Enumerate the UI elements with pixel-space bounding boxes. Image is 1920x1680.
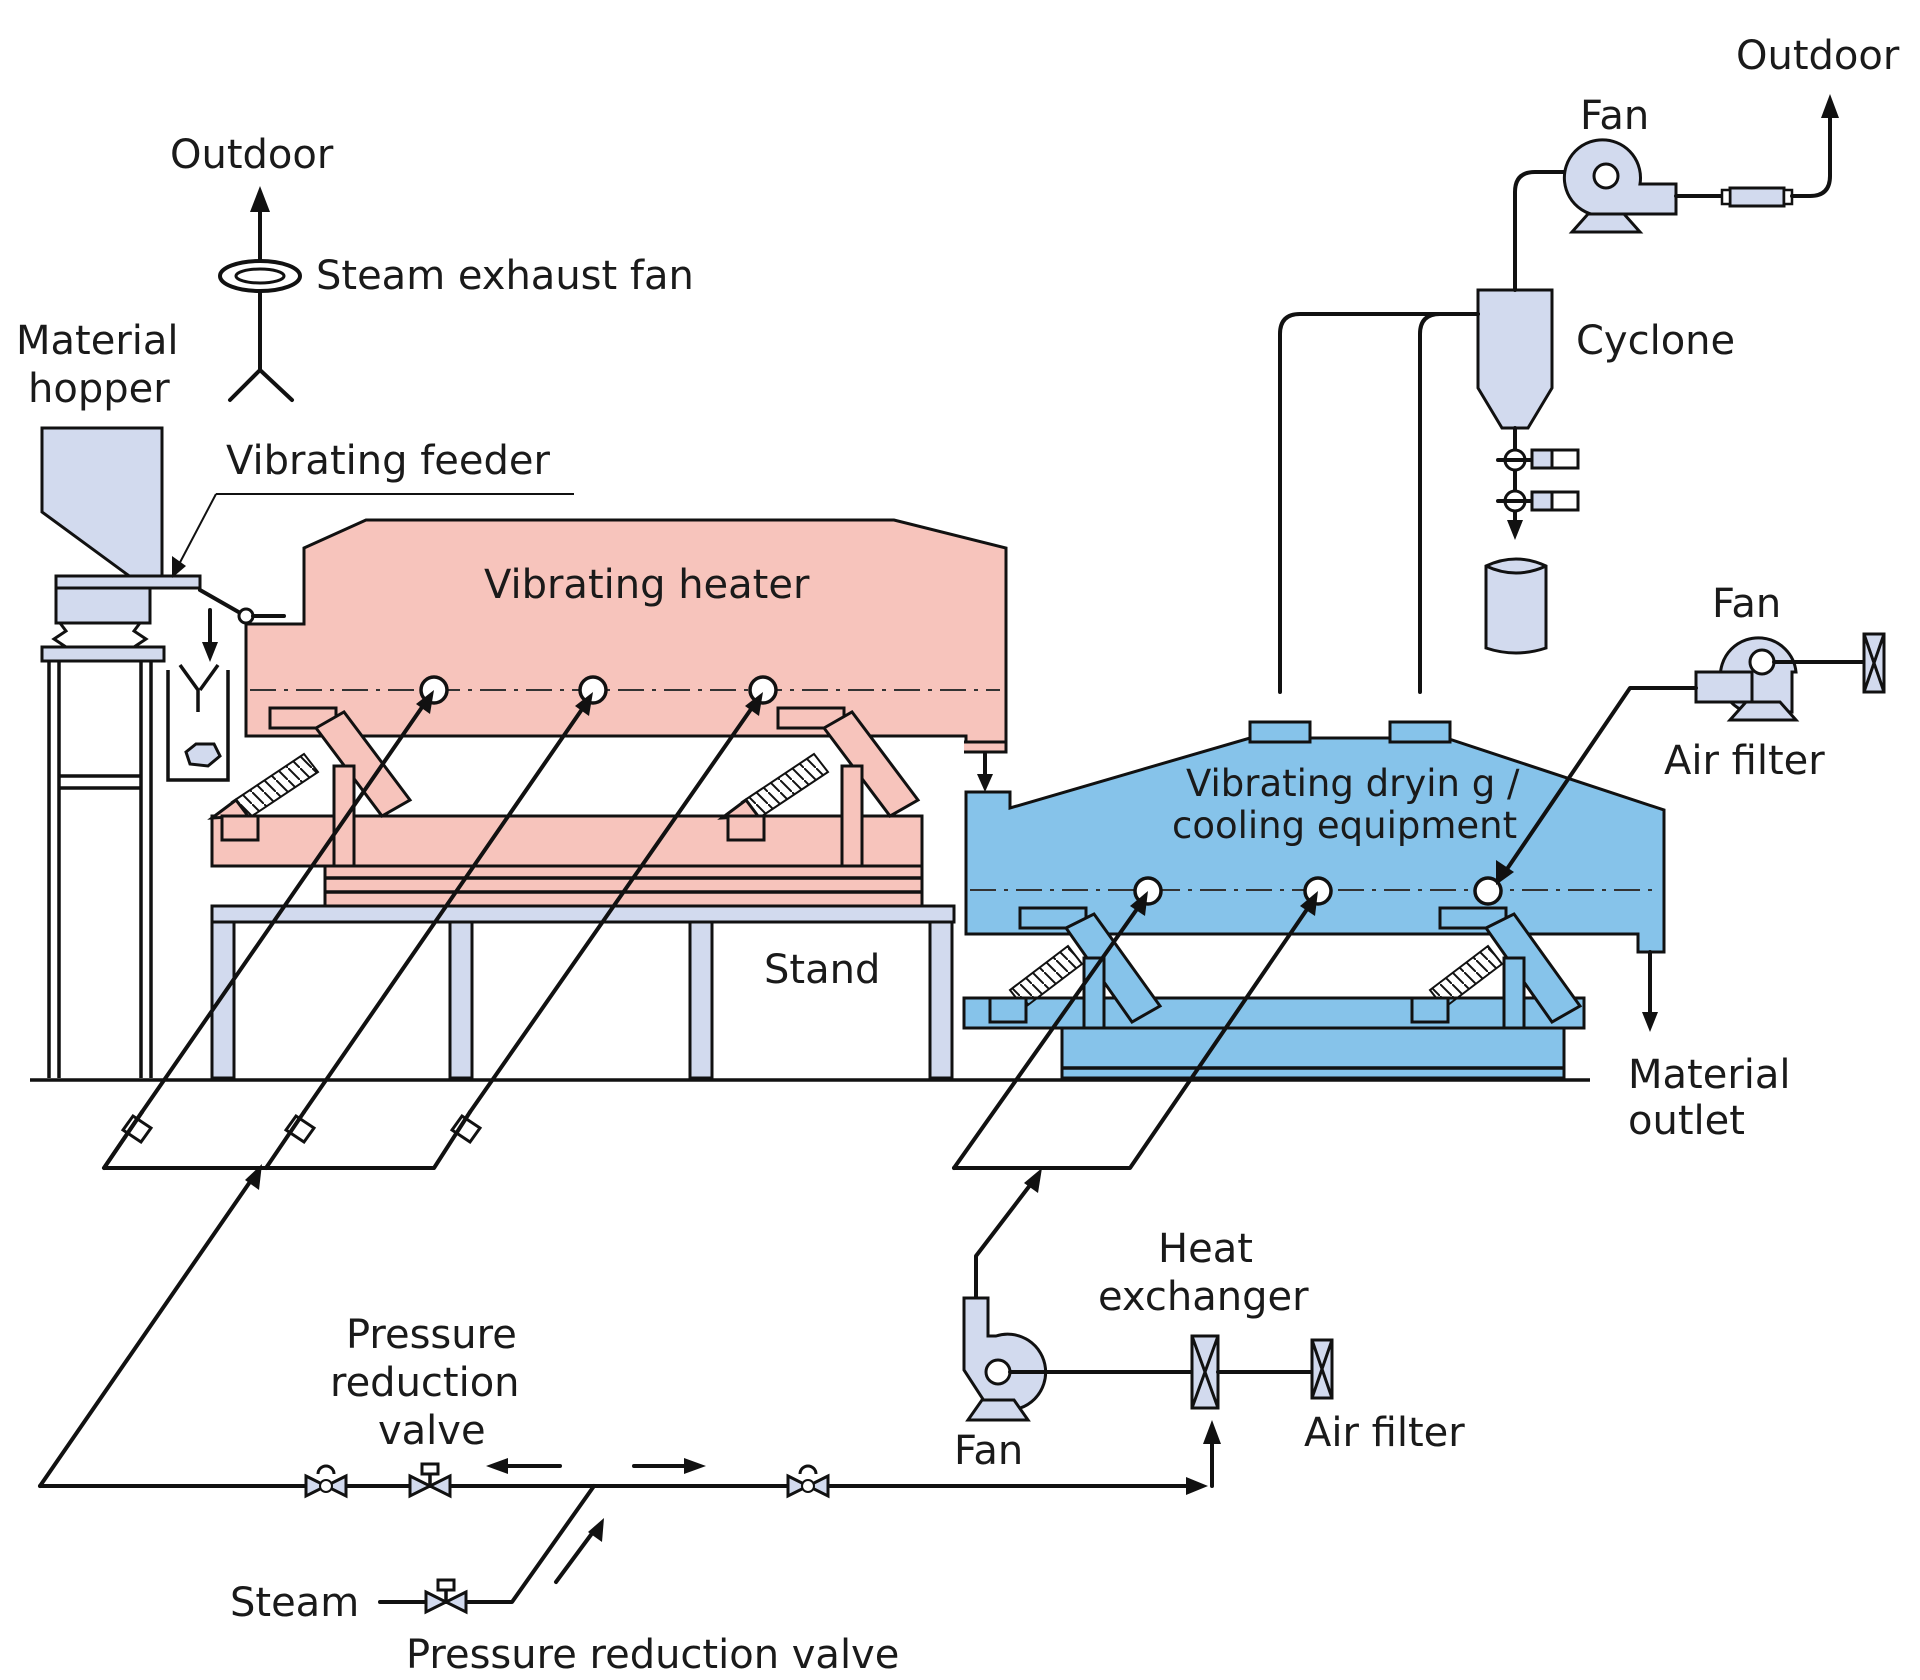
fan-top-icon (1592, 162, 1620, 190)
label-material-hopper-2: hopper (28, 366, 170, 412)
label-air-filter-bottom: Air filter (1304, 1410, 1465, 1456)
label-dryer-1: Vibrating dryin g / (1186, 762, 1520, 805)
label-prv-3: valve (378, 1408, 486, 1454)
gate-valve-2 (786, 1464, 830, 1499)
material-hopper (40, 426, 164, 580)
label-cyclone: Cyclone (1576, 318, 1735, 364)
hopper-support-frame (40, 586, 166, 1078)
label-steam: Steam (230, 1580, 359, 1626)
air-filter-bottom (1310, 1338, 1334, 1400)
label-fan-right: Fan (1712, 581, 1781, 627)
steam-header (38, 1420, 1221, 1604)
steam-exhaust-fan-icon (218, 259, 302, 293)
steam-piping-heater (102, 690, 763, 1170)
vibrating-feeder (54, 574, 286, 662)
label-vibrating-heater: Vibrating heater (484, 562, 810, 608)
label-dryer-2: cooling equipment (1172, 804, 1517, 847)
label-prv-2: reduction (330, 1360, 520, 1406)
steam-exhaust-fan (218, 186, 302, 402)
label-fan-bottom: Fan (954, 1428, 1023, 1474)
stand (210, 904, 956, 1080)
label-stand: Stand (764, 947, 880, 993)
label-prv-1: Pressure (346, 1312, 517, 1358)
label-steam-exhaust-fan: Steam exhaust fan (316, 253, 694, 299)
heat-exchanger (1190, 1334, 1314, 1410)
collection-bin (1484, 557, 1548, 655)
fan-bottom-icon (984, 1358, 1012, 1386)
fan-bottom (962, 1296, 1194, 1422)
air-filter-right (1862, 632, 1886, 694)
gate-valve-1 (304, 1464, 348, 1499)
label-vibrating-feeder: Vibrating feeder (226, 438, 551, 484)
label-heat-exchanger-2: exchanger (1098, 1274, 1309, 1320)
label-outdoor-left: Outdoor (170, 132, 334, 178)
label-material-outlet-2: outlet (1628, 1098, 1745, 1144)
cyclone (1476, 288, 1580, 540)
label-material-outlet-1: Material (1628, 1052, 1791, 1098)
label-material-hopper-1: Material (16, 318, 179, 364)
pressure-reduction-valve-2 (424, 1578, 468, 1615)
label-air-filter-right: Air filter (1664, 738, 1825, 784)
fan-right-icon (1748, 648, 1776, 676)
label-heat-exchanger-1: Heat (1158, 1226, 1253, 1272)
label-prv-bottom: Pressure reduction valve (406, 1632, 899, 1678)
pressure-reduction-valve-1 (408, 1462, 452, 1499)
fan-right (1694, 636, 1866, 722)
fan-top (1562, 94, 1839, 234)
hot-air-piping-dryer (952, 891, 1318, 1300)
label-fan-top: Fan (1580, 93, 1649, 139)
label-outdoor-right: Outdoor (1736, 33, 1900, 79)
material-collector (166, 663, 230, 782)
